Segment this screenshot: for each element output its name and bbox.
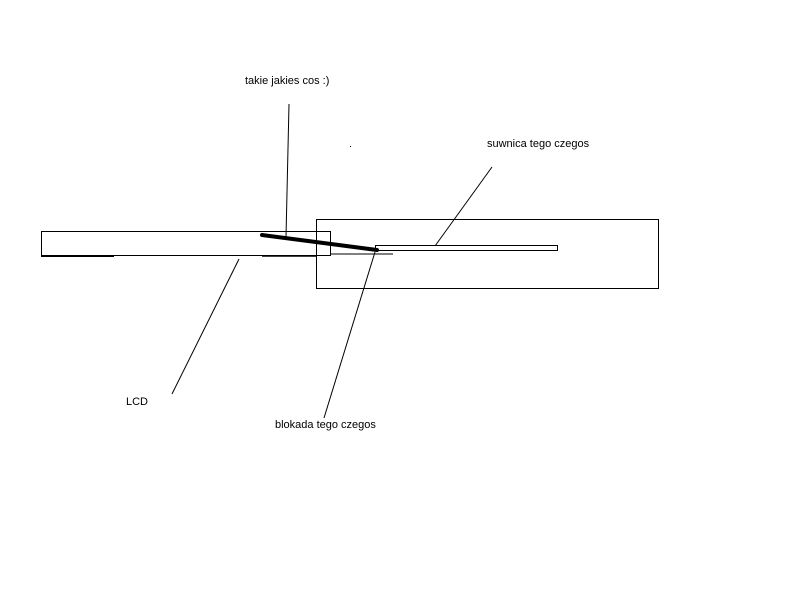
leader-line-suwnica bbox=[434, 166, 493, 247]
lcd-panel bbox=[41, 231, 331, 256]
label-takie-jakies-cos: takie jakies cos :) bbox=[245, 75, 330, 87]
leader-line-lcd bbox=[171, 258, 240, 395]
stray-dot bbox=[350, 146, 351, 147]
label-lcd: LCD bbox=[126, 396, 149, 408]
label-blokada: blokada tego czegos bbox=[275, 419, 376, 431]
leader-line-top bbox=[285, 103, 290, 238]
lock-bar bbox=[260, 233, 379, 252]
leader-line-blokada bbox=[323, 251, 376, 419]
label-suwnica: suwnica tego czegos bbox=[487, 138, 590, 150]
housing-box bbox=[316, 219, 659, 289]
rail bbox=[375, 245, 558, 251]
